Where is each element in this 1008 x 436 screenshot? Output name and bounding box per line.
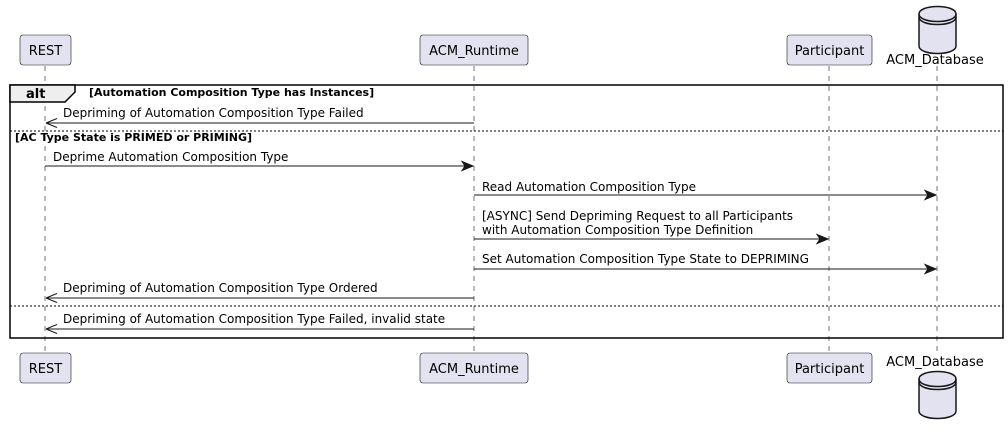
arrow-left-icon [45,324,58,334]
alt-keyword: alt [26,87,45,102]
message-4-label-line-2: with Automation Composition Type Definit… [482,223,753,237]
message-2: Deprime Automation Composition Type [45,150,475,172]
database-participant-top: ACM_Database [886,5,984,68]
arrow-right-icon [923,263,938,275]
rest-participant-bottom: REST [19,352,72,384]
participant-participant-label: Participant [795,44,865,59]
database-icon [918,370,957,420]
runtime-participant-bottom: ACM_Runtime [419,352,529,384]
message-5-label: Set Automation Composition Type State to… [482,252,809,266]
alt-guard-1: [Automation Composition Type has Instanc… [89,86,374,99]
arrow-right-icon [815,233,830,245]
message-3-label: Read Automation Composition Type [482,180,696,194]
message-3: Read Automation Composition Type [474,180,938,201]
database-participant-label: ACM_Database [886,53,984,68]
rest-participant-label: REST [29,44,62,59]
arrow-right-icon [923,189,938,201]
participant-participant-bottom: Participant [786,352,873,384]
rest-participant-top: REST [19,34,72,66]
rest-participant-label-bottom: REST [29,362,62,377]
message-2-label: Deprime Automation Composition Type [53,150,288,164]
arrow-right-icon [460,160,475,172]
alt-frame [9,84,1004,339]
message-6: Depriming of Automation Composition Type… [45,281,474,303]
message-1: Depriming of Automation Composition Type… [45,106,474,128]
runtime-participant-label: ACM_Runtime [429,44,519,59]
alt-guard-2: [AC Type State is PRIMED or PRIMING] [15,131,252,144]
message-6-label: Depriming of Automation Composition Type… [63,281,378,295]
message-7: Depriming of Automation Composition Type… [45,312,474,334]
participant-participant-top: Participant [786,34,873,66]
database-icon [918,5,957,55]
participant-participant-label-bottom: Participant [795,362,865,377]
runtime-participant-top: ACM_Runtime [419,34,529,66]
arrow-left-icon [45,118,58,128]
alt-frame-tab [9,84,76,103]
message-4: [ASYNC] Send Depriming Request to all Pa… [474,209,830,245]
message-5: Set Automation Composition Type State to… [474,252,938,275]
runtime-participant-label-bottom: ACM_Runtime [429,362,519,377]
database-participant-label-bottom: ACM_Database [886,355,984,370]
database-participant-bottom: ACM_Database [886,355,984,420]
message-1-label: Depriming of Automation Composition Type… [63,106,364,120]
message-4-label-line-1: [ASYNC] Send Depriming Request to all Pa… [482,209,793,223]
arrow-left-icon [45,293,58,303]
message-7-label: Depriming of Automation Composition Type… [63,312,445,326]
